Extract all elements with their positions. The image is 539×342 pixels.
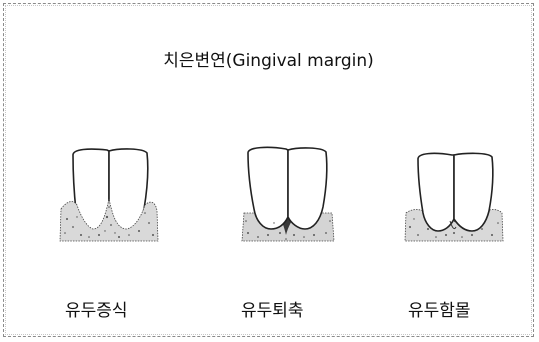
caption-papilla-depression: 유두함몰 <box>408 296 471 321</box>
papilla-depression-illustration <box>404 147 504 247</box>
papilla-recession-illustration <box>238 147 338 247</box>
caption-papilla-hyperplasia: 유두증식 <box>65 296 128 321</box>
diagram-title: 치은변연(Gingival margin) <box>4 46 533 71</box>
caption-papilla-recession: 유두퇴축 <box>241 296 304 321</box>
papilla-hyperplasia-illustration <box>59 147 159 247</box>
diagram-frame: 치은변연(Gingival margin) <box>3 3 534 337</box>
